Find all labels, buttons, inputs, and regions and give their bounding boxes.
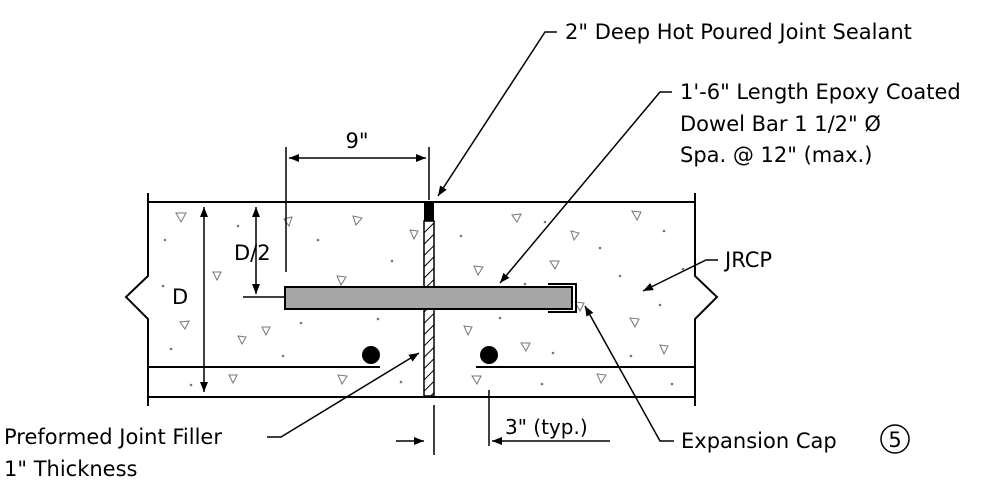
dimension-depth-label: D [172, 285, 188, 309]
label-dowel-group: 1'-6" Length Epoxy Coated Dowel Bar 1 1/… [499, 80, 961, 284]
dowel-label-line1: 1'-6" Length Epoxy Coated [680, 80, 961, 104]
cap-reference-circle [880, 424, 910, 454]
label-sealant-group: 2" Deep Hot Poured Joint Sealant [437, 20, 912, 197]
filler-label-line1: Preformed Joint Filler [4, 425, 222, 449]
cap-label: Expansion Cap [681, 429, 837, 453]
dimension-typ-label: 3" (typ.) [505, 415, 588, 439]
dowel-label-line2: Dowel Bar 1 1/2" Ø [680, 112, 881, 136]
sealant-label: 2" Deep Hot Poured Joint Sealant [565, 20, 912, 44]
dimension-nine-label: 9" [345, 129, 368, 153]
filler-label-line2: 1" Thickness [4, 457, 138, 481]
rebar-right [480, 346, 498, 364]
dimension-half-depth: D/2 [234, 207, 285, 298]
dimension-nine: 9" [285, 129, 430, 272]
expansion-cap [548, 283, 577, 313]
jrcp-label: JRCP [723, 248, 772, 272]
label-cap-group: Expansion Cap 5 [584, 305, 910, 454]
dowel-label-line3: Spa. @ 12" (max.) [680, 143, 872, 167]
dimension-half-depth-label: D/2 [234, 241, 271, 265]
joint-sealant [424, 203, 434, 221]
label-filler-group: Preformed Joint Filler 1" Thickness [4, 352, 420, 481]
dimension-joint-width [396, 405, 435, 455]
dimension-typ: 3" (typ.) [488, 390, 610, 446]
dowel-bar [284, 286, 573, 310]
aggregate-speckles [161, 210, 685, 387]
rebar-left [362, 346, 380, 364]
cap-reference-number: 5 [888, 428, 901, 452]
label-jrcp-group: JRCP [642, 248, 772, 292]
dimension-depth: D [172, 207, 208, 392]
concrete-slab [124, 193, 719, 406]
